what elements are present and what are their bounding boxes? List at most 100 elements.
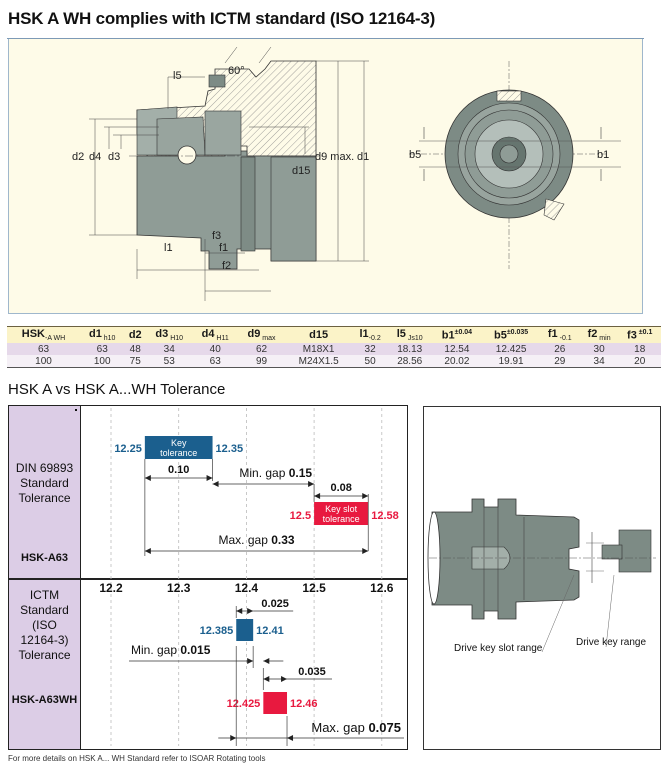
spec-column-header: d1 h10 <box>80 326 125 343</box>
drawing-svg: 60° l5 d2 d4 d3 d9 max. d1 d15 f3 l1 f1 … <box>72 46 621 301</box>
spec-column-header: d15 <box>285 326 353 343</box>
ictm-slot-tolerance-bar <box>263 692 288 714</box>
arrowhead <box>144 475 151 481</box>
arrowhead <box>230 735 237 741</box>
din-key-min-label: 12.25 <box>114 443 142 455</box>
spec-cell: 32 <box>352 343 388 355</box>
spec-cell: 53 <box>146 355 193 368</box>
din-slot-min-label: 12.5 <box>290 510 311 522</box>
spec-column-header: b5±0.035 <box>482 326 540 343</box>
ictm-slot-min-label: 12.425 <box>227 698 261 710</box>
spec-cell: 18 <box>618 343 661 355</box>
drive-key-svg <box>427 498 656 653</box>
standards-side-panel <box>9 406 81 749</box>
drive-key-range-label: Drive key range <box>576 637 647 648</box>
din-key-bar-label: tolerance <box>160 448 197 458</box>
spec-cell: 34 <box>579 355 619 368</box>
drive-key-shape <box>618 529 652 573</box>
spec-cell: 50 <box>352 355 388 368</box>
ictm-key-width-label: 0.025 <box>261 598 289 610</box>
spec-cell: 28.56 <box>387 355 432 368</box>
d15-label: d15 <box>292 165 310 177</box>
arrowhead <box>362 493 369 499</box>
ictm-standard-label: ICTM Standard (ISO 12164-3) Tolerance <box>18 588 71 662</box>
spec-column-header: d4 H11 <box>192 326 238 343</box>
spec-column-header: d2 <box>124 326 147 343</box>
axis-tick-label: 12.3 <box>167 581 191 595</box>
arrowhead <box>247 658 254 664</box>
arrowhead <box>247 608 254 614</box>
d2-label: d2 <box>72 151 84 163</box>
din-slot-tolerance-bar <box>314 502 369 525</box>
spec-cell: 18.13 <box>387 343 432 355</box>
din-key-max-label: 12.35 <box>216 443 244 455</box>
spec-cell: 29 <box>539 355 580 368</box>
ictm-min-gap-label: Min. gap 0.015 <box>131 643 211 657</box>
axis-tick-label: 12.6 <box>370 581 394 595</box>
din-slot-width-label: 0.08 <box>330 482 351 494</box>
ictm-slot-max-label: 12.46 <box>290 698 318 710</box>
spec-cell: 19.91 <box>482 355 540 368</box>
ictm-slot-width-label: 0.035 <box>298 666 326 678</box>
spec-cell: 20.02 <box>431 355 483 368</box>
f1-label: f1 <box>219 242 228 254</box>
spec-cell: 26 <box>539 343 580 355</box>
spec-column-header: HSK-A WH <box>7 326 80 343</box>
din-key-tolerance-bar <box>144 436 213 459</box>
arrowhead <box>287 735 294 741</box>
title-divider <box>7 38 644 39</box>
spec-cell: 40 <box>192 343 238 355</box>
arrowhead <box>206 475 213 481</box>
arrowhead <box>263 676 270 682</box>
ictm-key-max-label: 12.41 <box>256 625 284 637</box>
page-title: HSK A WH complies with ICTM standard (IS… <box>8 9 436 28</box>
din-max-gap-label: Max. gap 0.33 <box>219 533 295 547</box>
spec-column-header: f2 min <box>579 326 619 343</box>
f3-label: f3 <box>212 230 221 242</box>
l5-label: l5 <box>173 70 182 82</box>
din-key-width-label: 0.10 <box>168 464 189 476</box>
drive-key-slot-range-label: Drive key slot range <box>454 643 543 654</box>
f2-label: f2 <box>222 260 231 272</box>
technical-drawing: 60° l5 d2 d4 d3 d9 max. d1 d15 f3 l1 f1 … <box>8 39 643 314</box>
spec-cell: 20 <box>618 355 661 368</box>
d1-label: d1 <box>357 151 369 163</box>
arrowhead <box>314 493 321 499</box>
spec-cell: 12.54 <box>431 343 483 355</box>
panel-dot-marker <box>75 409 77 411</box>
tolerance-chart: DIN 69893 Standard Tolerance HSK-A63 ICT… <box>8 405 408 750</box>
spec-cell: 48 <box>124 343 147 355</box>
din-model-label: HSK-A63 <box>20 552 69 564</box>
spec-cell: M18X1 <box>285 343 353 355</box>
drive-key-illustration: Drive key slot range Drive key range <box>423 406 661 750</box>
axis-tick-label: 12.5 <box>302 581 326 595</box>
spec-column-header: l1-0.2 <box>352 326 388 343</box>
arrowhead <box>308 481 315 487</box>
spec-column-header: d9 max <box>237 326 286 343</box>
d9max-label: d9 max. <box>315 151 354 163</box>
spec-column-header: f3 ±0.1 <box>618 326 661 343</box>
spec-cell: 30 <box>579 343 619 355</box>
ictm-key-min-label: 12.385 <box>200 625 234 637</box>
l1-label: l1 <box>164 242 173 254</box>
ictm-key-tolerance-bar <box>236 619 254 641</box>
front-view <box>409 61 621 269</box>
spec-cell: 63 <box>7 343 80 355</box>
spec-column-header: l5 Js10 <box>387 326 432 343</box>
spec-cell: 63 <box>80 343 125 355</box>
footnote: For more details on HSK A... WH Standard… <box>8 754 266 763</box>
d3-label: d3 <box>108 151 120 163</box>
din-min-gap-label: Min. gap 0.15 <box>239 466 312 480</box>
din-slot-bar-label: Key slot <box>325 504 358 514</box>
spec-cell: 75 <box>124 355 147 368</box>
d4-label: d4 <box>89 151 101 163</box>
spec-cell: 62 <box>237 343 286 355</box>
spec-cell: 100 <box>7 355 80 368</box>
axis-tick-label: 12.2 <box>99 581 123 595</box>
